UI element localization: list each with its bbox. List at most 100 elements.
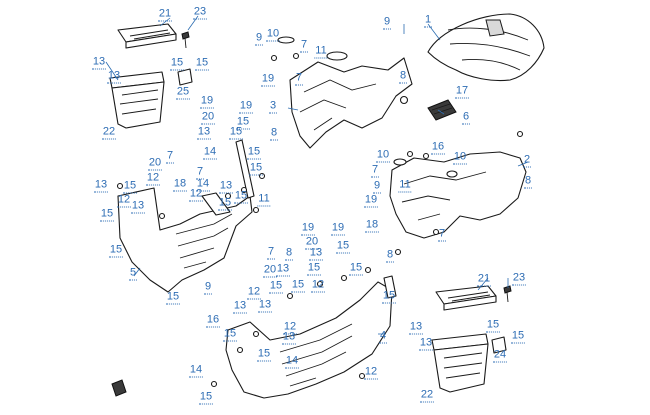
part-callout-19[interactable]: 19 [300, 221, 316, 236]
part-callout-17[interactable]: 17 [454, 84, 470, 99]
part-callout-13[interactable]: 13 [257, 298, 273, 313]
part-callout-15[interactable]: 15 [228, 125, 244, 140]
part-callout-14[interactable]: 14 [195, 177, 211, 192]
part-callout-9[interactable]: 9 [254, 31, 264, 46]
part-callout-13[interactable]: 13 [91, 55, 107, 70]
part-callout-15[interactable]: 15 [235, 115, 251, 130]
part-callout-19[interactable]: 19 [199, 94, 215, 109]
part-callout-8[interactable]: 8 [284, 246, 294, 261]
part-callout-7[interactable]: 7 [437, 227, 447, 242]
part-callout-7[interactable]: 7 [195, 165, 205, 180]
part-callout-13[interactable]: 13 [281, 330, 297, 345]
part-callout-2[interactable]: 2 [522, 153, 532, 168]
part-callout-15[interactable]: 15 [290, 278, 306, 293]
part-callout-12[interactable]: 12 [188, 187, 204, 202]
part-callout-24[interactable]: 24 [492, 348, 508, 363]
part-callout-13[interactable]: 13 [93, 178, 109, 193]
part-callout-12[interactable]: 12 [116, 193, 132, 208]
part-callout-13[interactable]: 13 [308, 246, 324, 261]
part-callout-13[interactable]: 13 [408, 320, 424, 335]
part-callout-19[interactable]: 19 [330, 221, 346, 236]
part-callout-13[interactable]: 13 [275, 262, 291, 277]
part-callout-14[interactable]: 14 [188, 363, 204, 378]
part-callout-11[interactable]: 11 [257, 192, 272, 207]
part-callout-19[interactable]: 19 [238, 99, 254, 114]
part-callout-21[interactable]: 21 [157, 7, 173, 22]
part-callout-15[interactable]: 15 [335, 239, 351, 254]
part-callout-21[interactable]: 21 [476, 272, 492, 287]
part-callout-15[interactable]: 15 [122, 179, 138, 194]
part-callout-11[interactable]: 11 [398, 178, 413, 193]
part-callout-15[interactable]: 15 [348, 261, 364, 276]
part-callout-16[interactable]: 16 [205, 313, 221, 328]
part-callout-22[interactable]: 22 [419, 388, 435, 403]
part-callout-15[interactable]: 15 [217, 196, 233, 211]
part-callout-12[interactable]: 12 [310, 278, 326, 293]
part-callout-13[interactable]: 13 [418, 336, 434, 351]
part-callout-15[interactable]: 15 [268, 279, 284, 294]
part-callout-10[interactable]: 10 [452, 150, 468, 165]
part-callout-8[interactable]: 8 [523, 174, 533, 189]
part-callout-7[interactable]: 7 [294, 71, 304, 86]
part-callout-1[interactable]: 1 [423, 13, 433, 28]
part-callout-8[interactable]: 8 [398, 69, 408, 84]
part-callout-25[interactable]: 25 [175, 85, 191, 100]
part-callout-15[interactable]: 15 [381, 289, 397, 304]
part-callout-15[interactable]: 15 [485, 318, 501, 333]
part-callout-20[interactable]: 20 [147, 156, 163, 171]
part-callout-18[interactable]: 18 [364, 218, 380, 233]
part-callout-22[interactable]: 22 [101, 125, 117, 140]
part-callout-15[interactable]: 15 [108, 243, 124, 258]
part-callout-13[interactable]: 13 [218, 179, 234, 194]
part-callout-7[interactable]: 7 [266, 245, 276, 260]
right-floorboard [225, 275, 397, 399]
part-callout-13[interactable]: 13 [130, 199, 146, 214]
part-callout-15[interactable]: 15 [99, 207, 115, 222]
part-callout-8[interactable]: 8 [385, 248, 395, 263]
part-callout-7[interactable]: 7 [165, 149, 175, 164]
part-callout-3[interactable]: 3 [268, 99, 278, 114]
part-callout-14[interactable]: 14 [202, 145, 218, 160]
part-callout-9[interactable]: 9 [382, 15, 392, 30]
part-callout-9[interactable]: 9 [372, 179, 382, 194]
part-callout-18[interactable]: 18 [172, 177, 188, 192]
part-callout-20[interactable]: 20 [304, 235, 320, 250]
part-callout-16[interactable]: 16 [430, 140, 446, 155]
part-callout-15[interactable]: 15 [165, 290, 181, 305]
part-callout-13[interactable]: 13 [232, 299, 248, 314]
part-callout-10[interactable]: 10 [265, 27, 281, 42]
part-callout-12[interactable]: 12 [145, 171, 161, 186]
part-callout-14[interactable]: 14 [284, 354, 300, 369]
part-callout-4[interactable]: 4 [378, 329, 388, 344]
part-callout-10[interactable]: 10 [375, 148, 391, 163]
part-callout-23[interactable]: 23 [511, 271, 527, 286]
part-callout-7[interactable]: 7 [299, 38, 309, 53]
part-callout-9[interactable]: 9 [203, 280, 213, 295]
part-callout-15[interactable]: 15 [510, 329, 526, 344]
part-callout-20[interactable]: 20 [262, 263, 278, 278]
part-callout-15[interactable]: 15 [198, 390, 214, 405]
part-callout-13[interactable]: 13 [106, 69, 122, 84]
part-callout-13[interactable]: 13 [196, 125, 212, 140]
part-callout-20[interactable]: 20 [200, 110, 216, 125]
part-callout-12[interactable]: 12 [282, 320, 298, 335]
part-callout-11[interactable]: 11 [314, 44, 329, 59]
part-callout-19[interactable]: 19 [260, 72, 276, 87]
part-callout-8[interactable]: 8 [269, 126, 279, 141]
bracket-24 [491, 336, 507, 354]
part-callout-5[interactable]: 5 [128, 266, 138, 281]
part-callout-15[interactable]: 15 [306, 261, 322, 276]
part-callout-19[interactable]: 19 [363, 193, 379, 208]
part-callout-15[interactable]: 15 [194, 56, 210, 71]
part-callout-15[interactable]: 15 [246, 145, 262, 160]
part-callout-7[interactable]: 7 [370, 163, 380, 178]
part-callout-6[interactable]: 6 [461, 110, 471, 125]
part-callout-23[interactable]: 23 [192, 5, 208, 20]
part-callout-15[interactable]: 15 [222, 327, 238, 342]
part-callout-15[interactable]: 15 [248, 161, 264, 176]
part-callout-12[interactable]: 12 [246, 285, 262, 300]
part-callout-15[interactable]: 15 [169, 56, 185, 71]
part-callout-15[interactable]: 15 [233, 189, 249, 204]
part-callout-12[interactable]: 12 [363, 365, 379, 380]
part-callout-15[interactable]: 15 [256, 347, 272, 362]
